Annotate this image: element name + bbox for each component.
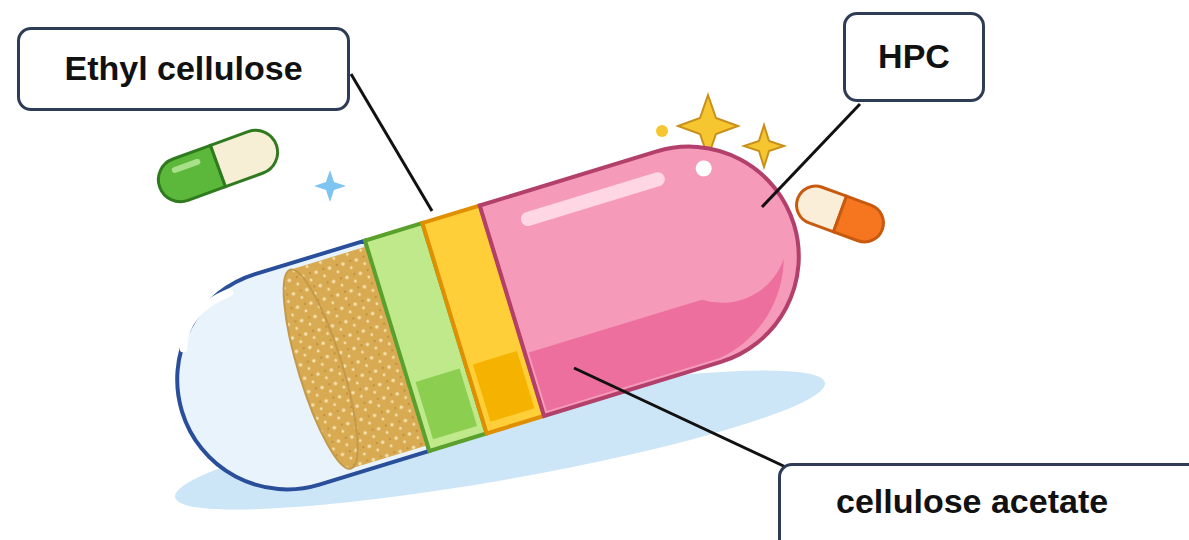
leader-line xyxy=(351,74,432,211)
callout-label: HPC xyxy=(878,38,950,75)
callout-label: Ethyl cellulose xyxy=(64,50,302,87)
pink-shell xyxy=(480,119,826,416)
callout-box: Ethyl cellulose xyxy=(17,27,350,111)
capsule xyxy=(150,119,826,516)
callout-label: cellulose acetate xyxy=(836,483,1108,520)
callout-box: HPC xyxy=(843,12,985,102)
small-pill-green xyxy=(152,124,284,208)
sparkle xyxy=(314,170,346,202)
callout-box: cellulose acetate xyxy=(778,463,1189,540)
sparkle xyxy=(744,125,784,167)
leader-line xyxy=(574,368,792,470)
sparkle-dot xyxy=(656,125,668,137)
leader-line xyxy=(762,104,860,207)
small-pill-orange xyxy=(791,181,889,247)
